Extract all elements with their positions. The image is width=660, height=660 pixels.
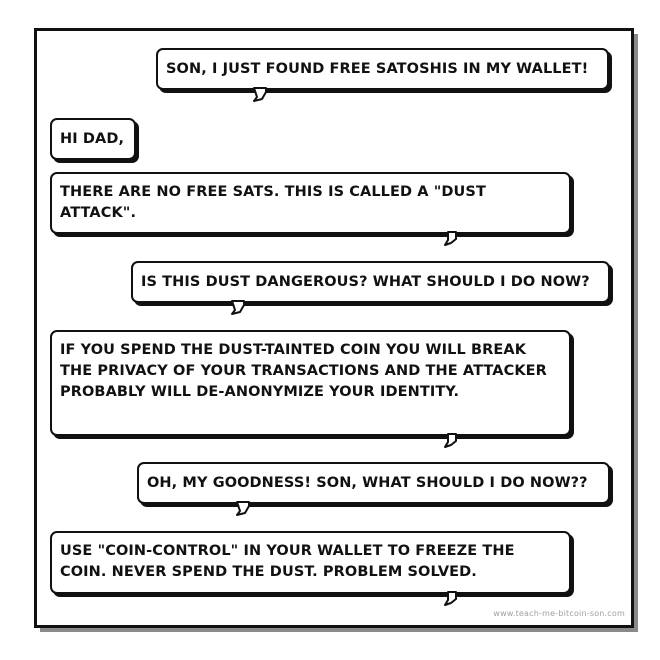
speech-bubble-son-3: IF YOU SPEND THE DUST-TAINTED COIN YOU W… [50,330,571,436]
speech-bubble-dad-1: SON, I JUST FOUND FREE SATOSHIS IN MY WA… [156,48,609,90]
speech-bubble-tail [253,87,267,102]
speech-bubble-text: THERE ARE NO FREE SATS. THIS IS CALLED A… [60,184,486,221]
speech-bubble-son-1: HI DAD, [50,118,136,160]
speech-bubble-text: SON, I JUST FOUND FREE SATOSHIS IN MY WA… [166,60,589,77]
speech-bubble-text: HI DAD, [60,130,125,147]
speech-bubble-text: USE "COIN-CONTROL" IN YOUR WALLET TO FRE… [60,543,515,580]
speech-bubble-text: OH, MY GOODNESS! SON, WHAT SHOULD I DO N… [147,474,588,491]
speech-bubble-tail [444,231,457,246]
speech-bubble-tail [236,501,250,516]
watermark: www.teach-me-bitcoin-son.com [493,609,625,618]
speech-bubble-son-4: USE "COIN-CONTROL" IN YOUR WALLET TO FRE… [50,531,571,594]
speech-bubble-son-2: THERE ARE NO FREE SATS. THIS IS CALLED A… [50,172,571,234]
speech-bubble-text: IF YOU SPEND THE DUST-TAINTED COIN YOU W… [60,342,547,400]
speech-bubble-dad-3: OH, MY GOODNESS! SON, WHAT SHOULD I DO N… [137,462,610,504]
speech-bubble-dad-2: IS THIS DUST DANGEROUS? WHAT SHOULD I DO… [131,261,610,303]
speech-bubble-tail [444,433,457,448]
speech-bubble-tail [444,591,457,606]
speech-bubble-text: IS THIS DUST DANGEROUS? WHAT SHOULD I DO… [141,273,590,290]
speech-bubble-tail [231,300,245,315]
